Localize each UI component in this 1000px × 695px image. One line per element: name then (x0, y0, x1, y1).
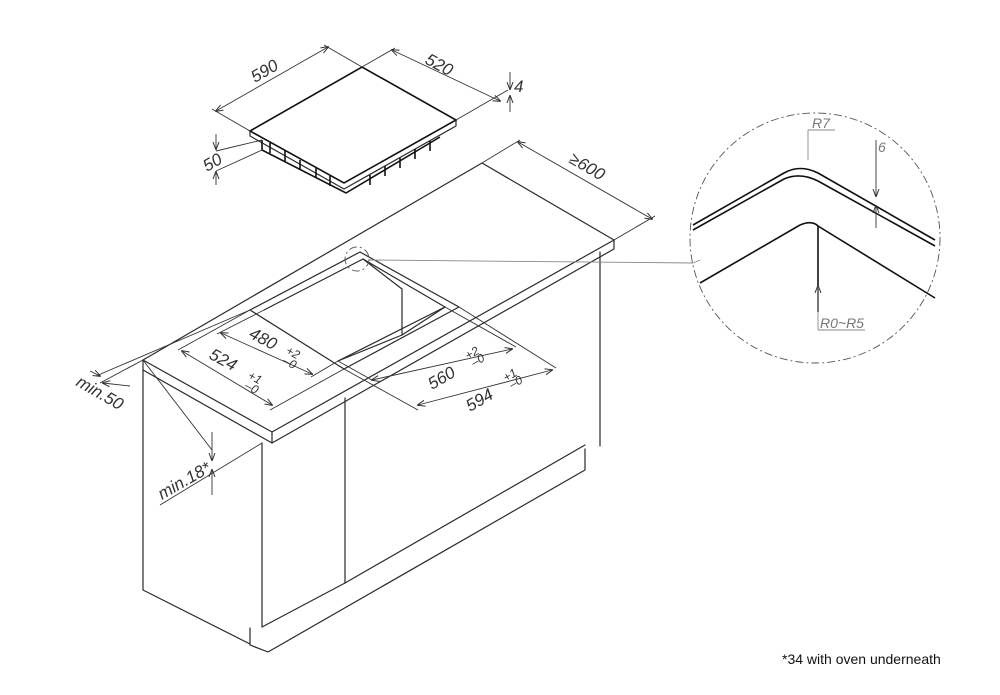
cutout-outer-depth-tol-minus: –0 (242, 378, 262, 397)
cutout-outer-depth: 524 (206, 345, 240, 375)
worktop-depth-dimension: ≥600 (481, 139, 656, 241)
hob-height-label: 50 (200, 149, 226, 175)
hob-depth-label: 520 (422, 50, 456, 80)
worktop-thickness-dimension: min.18* (142, 359, 263, 506)
edge-min-label: min.50 (73, 372, 127, 414)
cabinet (142, 162, 615, 653)
detail-corner-radius: R0~R5 (820, 315, 864, 331)
hob-width-label: 590 (248, 56, 283, 87)
glass-thickness-label: 4 (514, 77, 523, 96)
footnote: *34 with oven underneath (782, 651, 941, 667)
cutout-outer-width-tol-plus: +1 (501, 366, 520, 385)
corner-detail: R7 6 R0~R5 (689, 112, 941, 364)
cutout-outer-width-tol-minus: –0 (506, 373, 526, 392)
hob-unit: 590 520 4 50 (200, 44, 523, 194)
cutout-inner-width-tol-plus: +2 (463, 343, 482, 362)
cutout-outer-width: 594 (463, 385, 497, 416)
cutout-inner-depth: 480 (246, 324, 280, 354)
cutout-outer-depth-tol-plus: +1 (246, 368, 265, 387)
worktop-thickness-label: min.18* (155, 457, 216, 503)
cutout-inner-width-tol-minus: –0 (468, 351, 488, 370)
worktop-depth-label: ≥600 (566, 149, 609, 185)
cutout-inner-depth-tol-plus: +2 (284, 343, 303, 362)
cutout-inner-depth-tol-minus: –0 (280, 353, 300, 372)
detail-top-radius: R7 (812, 115, 831, 131)
detail-step-height: 6 (878, 139, 886, 155)
cutout-width-dimensions: 560 +2 –0 594 +1 –0 (337, 306, 557, 416)
